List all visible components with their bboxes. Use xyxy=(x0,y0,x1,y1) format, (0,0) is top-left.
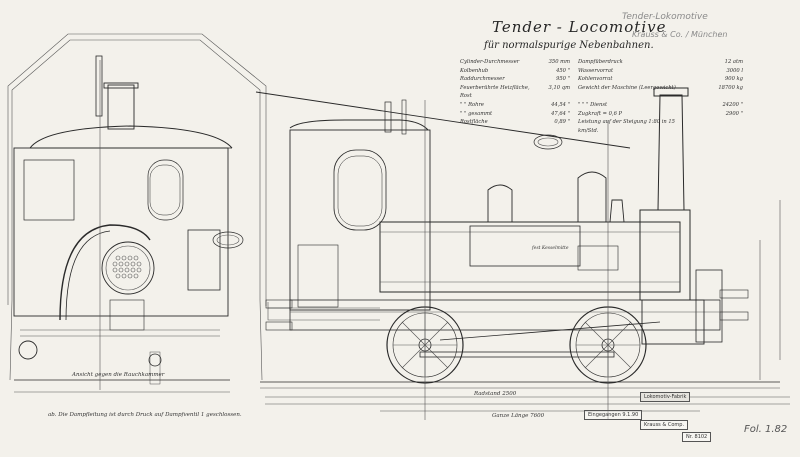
spec-cell-rv: 3000 l xyxy=(726,67,743,74)
specification-table: Cylinder-Durchmesser 350 mm Dampfüberdruck… xyxy=(460,58,760,135)
spec-row: Cylinder-Durchmesser 350 mm Dampfüberdruck… xyxy=(460,58,760,67)
spec-cell-lv: 450 " xyxy=(556,67,570,74)
spec-row: Kolbenhub 450 " Wasservorrat 3000 l xyxy=(460,67,760,76)
spec-cell-r: Kohlenvorrat xyxy=(578,76,613,83)
spec-cell-lv: 47,64 " xyxy=(551,110,570,117)
end-view-caption: Ansicht gegen die Rauchkammer xyxy=(72,372,165,378)
spec-cell-lv: 0,89 " xyxy=(554,119,570,126)
spec-cell-lv: 3,10 qm xyxy=(548,84,570,91)
pencil-note-1: Tender-Lokomotive xyxy=(622,12,708,22)
spec-cell-l: " " Rohre xyxy=(460,101,484,108)
spec-row: Raddurchmesser 950 " Kohlenvorrat 900 kg xyxy=(460,75,760,84)
pencil-note-2: Krauss & Co. / München xyxy=(632,30,728,39)
spec-cell-l: Raddurchmesser xyxy=(460,76,505,83)
drawing-subtitle: für normalspurige Nebenbahnen. xyxy=(484,40,654,51)
spec-cell-r: Gewicht der Maschine (Leergewicht) xyxy=(578,84,676,91)
end-view xyxy=(7,33,267,393)
spec-cell-rv: 24200 " xyxy=(722,101,743,108)
stamp-factory: Lokomotiv-Fabrik xyxy=(640,392,691,402)
spec-cell-rv: 2900 " xyxy=(725,110,743,117)
side-view xyxy=(255,87,790,420)
spec-cell-lv: 950 " xyxy=(556,76,570,83)
tube-plate-pattern xyxy=(112,255,142,279)
spec-cell-l: " " gesammt xyxy=(460,110,493,117)
stamp-company: Krauss & Comp. xyxy=(640,420,689,430)
bottom-note: ab. Die Dampfleitung ist durch Druck auf… xyxy=(48,412,242,418)
drawing-title: Tender - Locomotive xyxy=(492,18,667,36)
spec-cell-lv: 44,54 " xyxy=(551,101,570,108)
spec-cell-rv xyxy=(693,118,743,135)
stamp-received: Eingegangen 9.1.90 xyxy=(584,410,643,420)
spec-row: " " Rohre 44,54 " " " " Dienst 24200 " xyxy=(460,101,760,110)
label-boiler-center: fest Kesselmitte xyxy=(532,246,569,251)
spec-cell-r: Leistung auf der Steigung 1:80 in 15 km/… xyxy=(578,119,675,134)
spec-cell-l: Rostfläche xyxy=(460,119,488,126)
spec-cell-rv: 18700 kg xyxy=(718,84,743,91)
spec-row: " " gesammt 47,64 " Zugkraft = 0,6 P 2900 " xyxy=(460,110,760,119)
dimension-total-length: Ganze Länge 7600 xyxy=(492,413,545,419)
sheet-number: Fol. 1.82 xyxy=(744,424,788,435)
spec-cell-r: Zugkraft = 0,6 P xyxy=(578,110,623,117)
spec-cell-r: Wasservorrat xyxy=(578,67,614,74)
spec-cell-lv: 350 mm xyxy=(548,59,570,65)
spec-cell-l: Feuerberührte Heizfläche, Rost xyxy=(460,84,530,100)
stamp-number: Nr. 8102 xyxy=(682,432,712,442)
dimension-wheelbase: Radstand 2500 xyxy=(474,391,517,397)
spec-cell-r: Dampfüberdruck xyxy=(578,59,623,65)
spec-cell-rv: 12 atm xyxy=(724,59,743,65)
spec-cell-rv: 900 kg xyxy=(724,76,743,83)
spec-cell-l: Kolbenhub xyxy=(460,67,489,74)
spec-row: Feuerberührte Heizfläche, Rost 3,10 qm Gew… xyxy=(460,84,760,101)
spec-cell-r: " " " Dienst xyxy=(578,101,608,108)
spec-row: Rostfläche 0,89 " Leistung auf der Steigun… xyxy=(460,118,760,135)
spec-cell-l: Cylinder-Durchmesser xyxy=(460,59,520,65)
